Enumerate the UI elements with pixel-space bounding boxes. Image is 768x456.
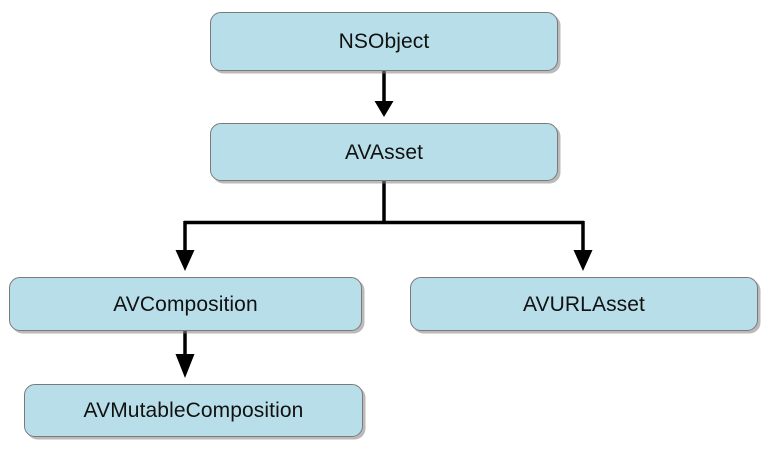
node-avmutablecomposition[interactable]: AVMutableComposition (24, 384, 363, 437)
node-avcomposition[interactable]: AVComposition (9, 277, 362, 331)
edge-avasset-avurlasset (573, 221, 593, 271)
node-label-avasset: AVAsset (344, 140, 424, 164)
node-avurlasset[interactable]: AVURLAsset (410, 277, 758, 331)
edge-nsobject-avasset (374, 71, 394, 117)
edge-avasset-avcomposition (175, 221, 195, 271)
edge-avcomposition-avmutablecomposition (175, 331, 195, 378)
edge-avasset-branch-bus (184, 181, 584, 225)
node-label-avurlasset: AVURLAsset (523, 292, 645, 316)
node-nsobject[interactable]: NSObject (210, 12, 558, 71)
node-label-avcomposition: AVComposition (113, 292, 258, 316)
node-avasset[interactable]: AVAsset (210, 123, 558, 181)
node-label-nsobject: NSObject (338, 30, 430, 53)
node-label-avmutablecomposition: AVMutableComposition (83, 399, 304, 422)
